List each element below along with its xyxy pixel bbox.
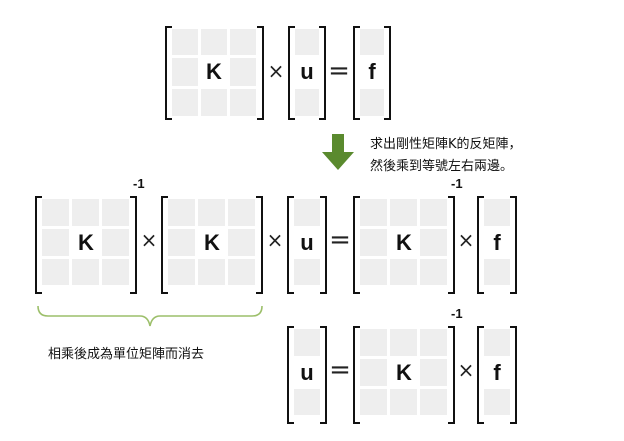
vector-u: u (288, 325, 326, 420)
equals-sign: = (329, 225, 351, 255)
arrow-note-line-1: 求出剛性矩陣K的反矩陣， (370, 137, 522, 152)
matrix-k-inverse-left: K (36, 195, 136, 290)
vector-f: f (478, 325, 516, 420)
matrix-k-middle-label: K (204, 230, 220, 255)
vector-f-label: f (368, 59, 376, 84)
times-sign: × (457, 358, 475, 382)
matrix-k-inverse-right-label: K (396, 230, 412, 255)
equals-sign: = (329, 355, 351, 385)
equation-2: K -1 × K × u = K -1 × f (0, 176, 624, 300)
matrix-k-inverse: K (354, 325, 454, 420)
matrix-k-inverse-right: K (354, 195, 454, 290)
vector-u-label: u (300, 230, 314, 255)
times-sign-1: × (140, 228, 158, 252)
brace-note: 相乘後成為單位矩陣而消去 (48, 347, 205, 362)
times-sign-3: × (457, 228, 475, 252)
vector-u: u (289, 25, 325, 121)
matrix-k-inverse-left-label: K (78, 230, 94, 255)
matrix-k-label: K (206, 59, 222, 84)
inverse-exponent-left: -1 (133, 176, 145, 191)
inverse-exponent: -1 (451, 306, 463, 321)
equals-sign: = (328, 56, 350, 86)
vector-u-label: u (300, 360, 314, 385)
matrix-k-inverse-label: K (396, 360, 412, 385)
times-sign-2: × (266, 228, 284, 252)
vector-f-label: f (493, 360, 501, 385)
vector-f-label: f (493, 230, 501, 255)
matrix-k: K (166, 25, 263, 121)
vector-u: u (288, 195, 326, 290)
arrow-note-line-2: 然後乘到等號左右兩邊。 (370, 159, 514, 174)
vector-f: f (354, 25, 390, 121)
equation-1: K × u = f (0, 0, 624, 120)
inverse-exponent-right: -1 (451, 176, 463, 191)
equation-3: u = K -1 × f (0, 306, 624, 430)
vector-u-label: u (300, 59, 314, 84)
times-sign: × (267, 59, 285, 83)
matrix-k-middle: K (162, 195, 262, 290)
vector-f: f (478, 195, 516, 290)
